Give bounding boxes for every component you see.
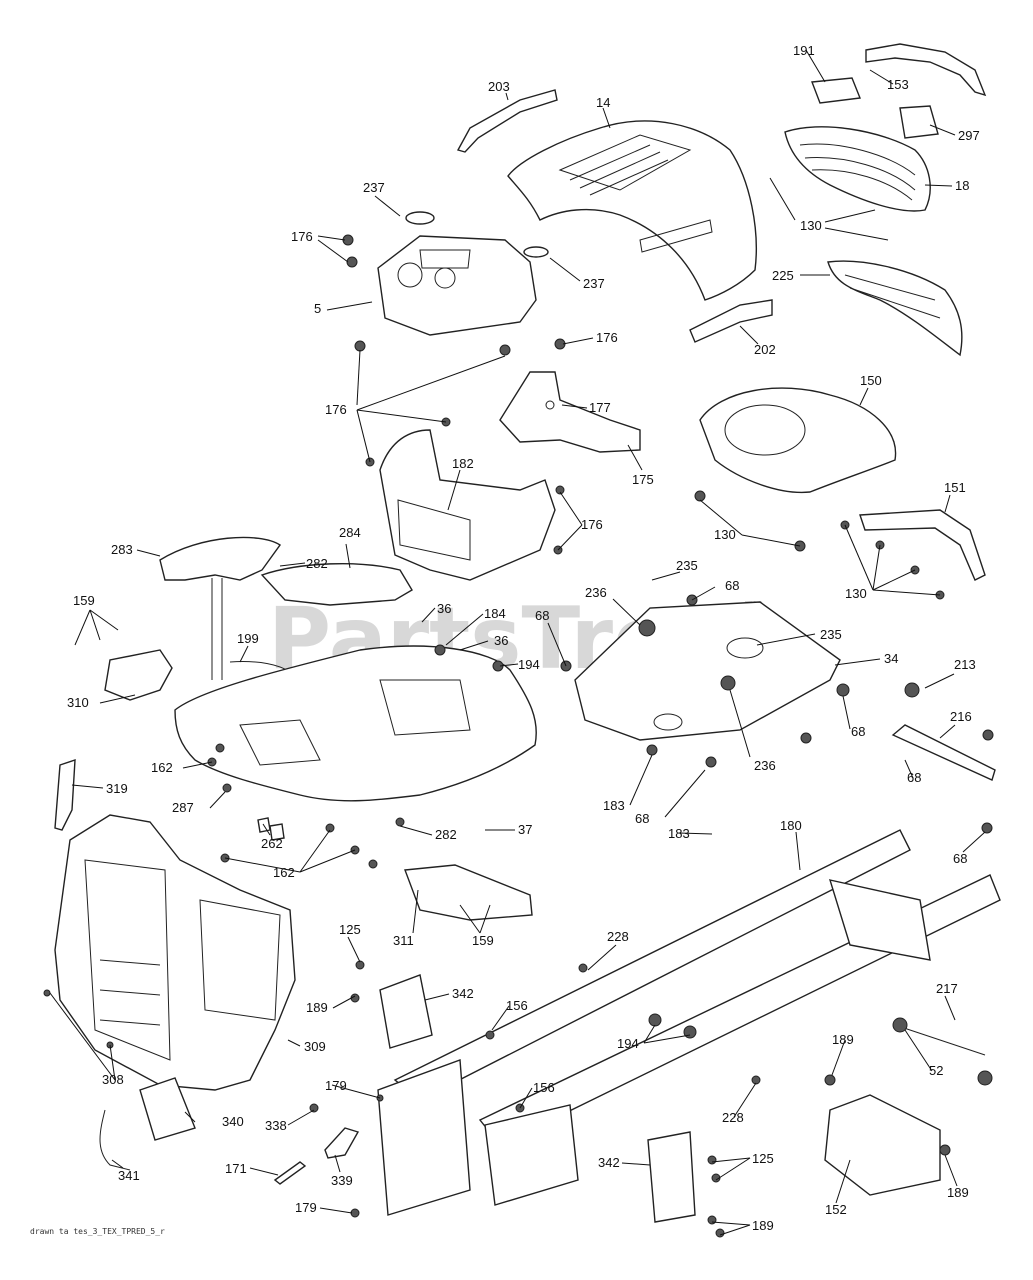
callout-237-a: 237 <box>363 180 385 195</box>
callout-341: 341 <box>118 1168 140 1183</box>
callout-14: 14 <box>596 95 610 110</box>
callout-162-b: 162 <box>273 865 295 880</box>
callout-319: 319 <box>106 781 128 796</box>
callout-68-a: 68 <box>725 578 739 593</box>
callout-183-a: 183 <box>603 798 625 813</box>
callout-184: 184 <box>484 606 506 621</box>
callout-36-a: 36 <box>437 601 451 616</box>
callout-52: 52 <box>929 1063 943 1078</box>
callout-236-a: 236 <box>585 585 607 600</box>
callout-189-a: 189 <box>306 1000 328 1015</box>
callout-282-b: 282 <box>435 827 457 842</box>
callout-308: 308 <box>102 1072 124 1087</box>
callout-284: 284 <box>339 525 361 540</box>
callout-236-b: 236 <box>754 758 776 773</box>
callout-216: 216 <box>950 709 972 724</box>
callout-151: 151 <box>944 480 966 495</box>
callout-310: 310 <box>67 695 89 710</box>
callout-18: 18 <box>955 178 969 193</box>
callout-156-b: 156 <box>533 1080 555 1095</box>
callout-179-b: 179 <box>295 1200 317 1215</box>
callout-311: 311 <box>393 933 414 948</box>
callout-156-a: 156 <box>506 998 528 1013</box>
callout-228-b: 228 <box>722 1110 744 1125</box>
callout-194-b: 194 <box>617 1036 639 1051</box>
callout-283: 283 <box>111 542 133 557</box>
callout-36-b: 36 <box>494 633 508 648</box>
callout-282-a: 282 <box>306 556 328 571</box>
callout-159-a: 159 <box>73 593 95 608</box>
callout-194-a: 194 <box>518 657 540 672</box>
callout-342-a: 342 <box>452 986 474 1001</box>
callout-189-c: 189 <box>752 1218 774 1233</box>
callout-202: 202 <box>754 342 776 357</box>
callout-130-a: 130 <box>800 218 822 233</box>
callout-176-b: 176 <box>596 330 618 345</box>
callout-189-b: 189 <box>832 1032 854 1047</box>
callout-225: 225 <box>772 268 794 283</box>
callout-179-a: 179 <box>325 1078 347 1093</box>
callout-34: 34 <box>884 651 898 666</box>
callout-152: 152 <box>825 1202 847 1217</box>
callout-228-a: 228 <box>607 929 629 944</box>
callout-125-a: 125 <box>339 922 361 937</box>
callout-309: 309 <box>304 1039 326 1054</box>
callout-189-d: 189 <box>947 1185 969 1200</box>
callout-37: 37 <box>518 822 532 837</box>
callout-68-c: 68 <box>851 724 865 739</box>
callout-162-a: 162 <box>151 760 173 775</box>
callout-labels: 191 153 203 14 297 18 130 237 176 237 22… <box>67 43 980 1233</box>
callout-125-b: 125 <box>752 1151 774 1166</box>
callout-183-b: 183 <box>668 826 690 841</box>
callout-182: 182 <box>452 456 474 471</box>
callout-287: 287 <box>172 800 194 815</box>
callout-262: 262 <box>261 836 283 851</box>
callout-342-b: 342 <box>598 1155 620 1170</box>
callout-176-d: 176 <box>581 517 603 532</box>
callout-150: 150 <box>860 373 882 388</box>
callout-175: 175 <box>632 472 654 487</box>
callout-177: 177 <box>589 400 611 415</box>
callout-237-b: 237 <box>583 276 605 291</box>
callout-130-b: 130 <box>714 527 736 542</box>
callout-171: 171 <box>225 1161 247 1176</box>
callout-235-a: 235 <box>676 558 698 573</box>
callout-297: 297 <box>958 128 980 143</box>
callout-235-b: 235 <box>820 627 842 642</box>
callout-339: 339 <box>331 1173 353 1188</box>
callout-217: 217 <box>936 981 958 996</box>
callout-153: 153 <box>887 77 909 92</box>
callout-176-c: 176 <box>325 402 347 417</box>
callout-180: 180 <box>780 818 802 833</box>
callout-5: 5 <box>314 301 321 316</box>
callout-68-b: 68 <box>535 608 549 623</box>
callout-176-a: 176 <box>291 229 313 244</box>
callout-213: 213 <box>954 657 976 672</box>
callout-68-f: 68 <box>953 851 967 866</box>
callout-68-d: 68 <box>635 811 649 826</box>
drawing-code: drawn ta tes_3_TEX_TPRED_5_r <box>30 1227 165 1236</box>
callout-338: 338 <box>265 1118 287 1133</box>
callout-199: 199 <box>237 631 259 646</box>
callout-159-b: 159 <box>472 933 494 948</box>
leader-lines <box>49 49 986 1236</box>
part-drawings <box>43 43 1001 1238</box>
callout-340: 340 <box>222 1114 244 1129</box>
callout-68-e: 68 <box>907 770 921 785</box>
callout-203: 203 <box>488 79 510 94</box>
callout-130-c: 130 <box>845 586 867 601</box>
callout-191: 191 <box>793 43 815 58</box>
